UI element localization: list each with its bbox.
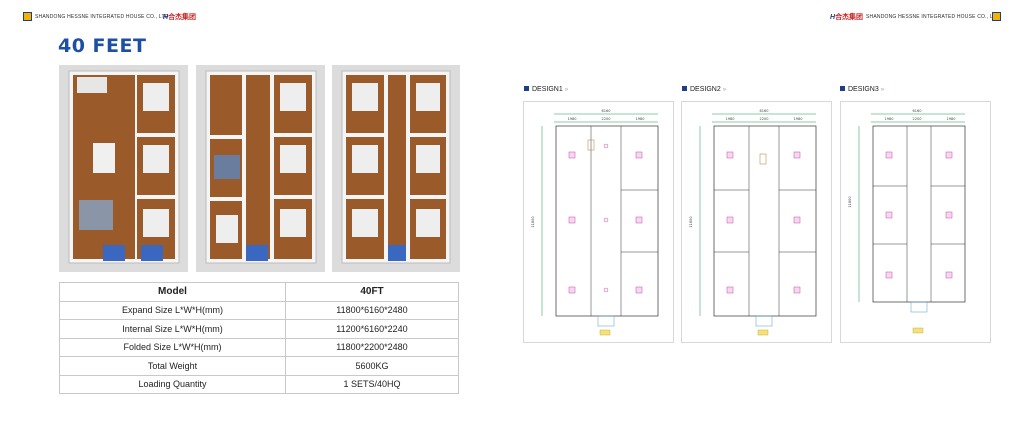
left-brand-square-icon <box>23 12 32 21</box>
dim-b: 2200 <box>760 117 769 121</box>
render-layout-2-image <box>196 65 325 272</box>
dim-side: 11800 <box>848 196 852 207</box>
hessne-h-mark-right: H <box>830 14 836 21</box>
render-layout-3-image <box>332 65 460 272</box>
design2-square-icon <box>682 86 687 91</box>
dim-top: 6160 <box>602 109 611 113</box>
table-row: Loading Quantity 1 SETS/40HQ <box>59 374 459 394</box>
spec-label: Expand Size L*W*H(mm) <box>59 300 286 320</box>
design3-label: DESIGN3» <box>840 86 884 93</box>
floor-plan-design1: 6160 1980 2200 1980 11800 <box>523 101 674 343</box>
left-company-name: SHANDONG HESSNE INTEGRATED HOUSE CO., LT… <box>35 14 169 20</box>
page-title: 40 FEET <box>58 35 147 57</box>
spec-header-row: Model 40FT <box>59 282 459 302</box>
spec-label: Loading Quantity <box>59 374 286 394</box>
hessne-logo-text-right: 合杰集团 <box>835 14 864 21</box>
design1-label: DESIGN1» <box>524 86 568 93</box>
spec-header-40ft: 40FT <box>285 282 459 302</box>
spec-value: 11800*6160*2480 <box>285 300 459 320</box>
floor-plan-design1-drawing: 6160 1980 2200 1980 11800 <box>531 109 659 336</box>
render-layout-1 <box>59 65 188 272</box>
double-chevron-right-icon: » <box>880 87 885 93</box>
spec-header-model: Model <box>59 282 286 302</box>
dim-a: 1980 <box>726 117 735 121</box>
design2-title: DESIGN2 <box>690 86 721 93</box>
spec-value: 1 SETS/40HQ <box>285 374 459 394</box>
spec-label: Total Weight <box>59 356 286 376</box>
dim-top: 6160 <box>913 109 922 113</box>
spec-label: Internal Size L*W*H(mm) <box>59 319 286 339</box>
design1-title: DESIGN1 <box>532 86 563 93</box>
render-layout-1-image <box>59 65 188 272</box>
table-row: Expand Size L*W*H(mm) 11800*6160*2480 <box>59 300 459 320</box>
spec-table: Model 40FT Expand Size L*W*H(mm) 11800*6… <box>59 282 459 394</box>
left-hessne-logo: H合杰集团 <box>163 12 196 22</box>
render-layout-3 <box>332 65 460 272</box>
table-row: Total Weight 5600KG <box>59 356 459 376</box>
hessne-logo-text: 合杰集团 <box>168 14 197 21</box>
design3-square-icon <box>840 86 845 91</box>
design2-label: DESIGN2» <box>682 86 726 93</box>
table-row: Internal Size L*W*H(mm) 11200*6160*2240 <box>59 319 459 339</box>
right-brand-square-icon <box>992 12 1001 21</box>
spec-value: 11800*2200*2480 <box>285 337 459 357</box>
right-hessne-logo: H合杰集团 <box>830 12 863 22</box>
double-chevron-right-icon: » <box>722 87 727 93</box>
spec-label: Folded Size L*W*H(mm) <box>59 337 286 357</box>
floor-plan-design3-drawing: 6160 1980 2200 1980 11800 <box>848 109 966 334</box>
table-row: Folded Size L*W*H(mm) 11800*2200*2480 <box>59 337 459 357</box>
dim-top: 6160 <box>760 109 769 113</box>
floor-plan-design2-drawing: 6160 1980 2200 1980 11800 <box>689 109 817 336</box>
dim-b: 2200 <box>913 117 922 121</box>
hessne-h-mark: H <box>163 14 169 21</box>
dim-c: 1980 <box>636 117 645 121</box>
double-chevron-right-icon: » <box>564 87 569 93</box>
floor-plan-design2: 6160 1980 2200 1980 11800 <box>681 101 832 343</box>
design1-square-icon <box>524 86 529 91</box>
spec-value: 5600KG <box>285 356 459 376</box>
floor-plan-design3: 6160 1980 2200 1980 11800 <box>840 101 991 343</box>
render-layout-2 <box>196 65 325 272</box>
dim-side: 11800 <box>689 216 693 227</box>
dim-c: 1980 <box>947 117 956 121</box>
right-company-name: SHANDONG HESSNE INTEGRATED HOUSE CO., LT… <box>866 14 1000 20</box>
dim-a: 1980 <box>568 117 577 121</box>
design3-title: DESIGN3 <box>848 86 879 93</box>
dim-a: 1980 <box>885 117 894 121</box>
dim-c: 1980 <box>794 117 803 121</box>
spec-value: 11200*6160*2240 <box>285 319 459 339</box>
dim-side: 11800 <box>531 216 535 227</box>
dim-b: 2200 <box>602 117 611 121</box>
